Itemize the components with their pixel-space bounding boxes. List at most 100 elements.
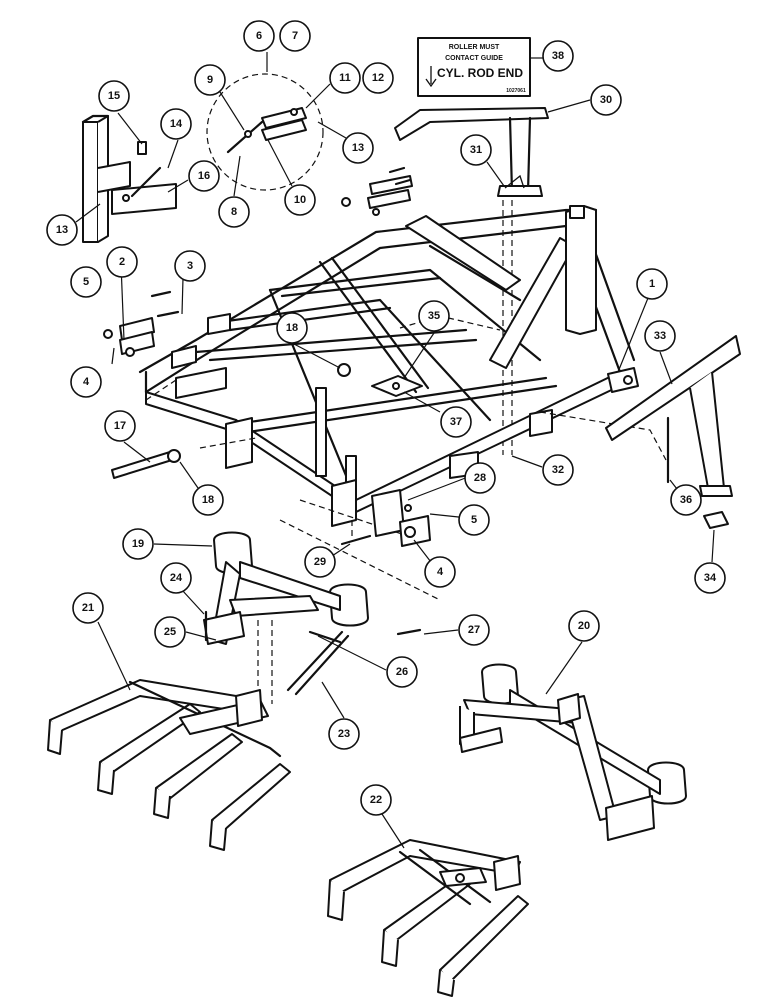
callout-8: 8: [218, 196, 250, 228]
svg-text:31: 31: [470, 144, 482, 156]
roller-bracket-19: [203, 531, 422, 645]
leader-lines: [75, 52, 715, 849]
callout-27: 27: [458, 614, 490, 646]
svg-text:19: 19: [132, 538, 144, 550]
callout-35: 35: [418, 300, 450, 332]
svg-text:34: 34: [704, 572, 717, 584]
svg-text:18: 18: [286, 322, 298, 334]
tine-bar-22: [327, 839, 529, 997]
roller-assy-20: [459, 663, 687, 841]
decal-code: 1027061: [506, 88, 526, 94]
callout-14: 14: [160, 108, 192, 140]
svg-text:1: 1: [649, 278, 655, 290]
callout-13-link: 13: [342, 132, 374, 164]
svg-text:15: 15: [108, 90, 120, 102]
callout-10: 10: [284, 184, 316, 216]
callout-24: 24: [160, 562, 192, 594]
svg-text:25: 25: [164, 626, 176, 638]
svg-text:17: 17: [114, 420, 126, 432]
arrow-down-icon: [425, 66, 437, 88]
decal-line1: ROLLER MUST: [449, 44, 500, 51]
svg-text:23: 23: [338, 728, 350, 740]
svg-text:10: 10: [294, 194, 306, 206]
callout-34: 34: [694, 562, 726, 594]
callout-26: 26: [386, 656, 418, 688]
callout-30: 30: [590, 84, 622, 116]
front-hardware: [340, 489, 431, 547]
main-frame: [138, 205, 639, 527]
callout-33: 33: [644, 320, 676, 352]
left-post: [81, 114, 177, 243]
svg-text:35: 35: [428, 310, 440, 322]
svg-text:4: 4: [437, 566, 444, 578]
arm-33: [605, 335, 741, 529]
callout-3: 3: [174, 250, 206, 282]
callout-29: 29: [304, 546, 336, 578]
svg-text:7: 7: [292, 30, 298, 42]
svg-text:4: 4: [83, 376, 90, 388]
decal-line2: CONTACT GUIDE: [445, 55, 503, 62]
svg-text:12: 12: [372, 72, 384, 84]
callout-18: 18: [192, 484, 224, 516]
svg-text:21: 21: [82, 602, 94, 614]
svg-text:22: 22: [370, 794, 382, 806]
svg-text:37: 37: [450, 416, 462, 428]
callout-25: 25: [154, 616, 186, 648]
svg-text:38: 38: [552, 50, 564, 62]
svg-text:13: 13: [56, 224, 68, 236]
svg-text:5: 5: [471, 514, 477, 526]
callout-2: 2: [106, 246, 138, 278]
callout-13: 13: [46, 214, 78, 246]
callout-16: 16: [188, 160, 220, 192]
callout-5: 5: [70, 266, 102, 298]
top-hardware: [341, 166, 413, 216]
callout-28: 28: [464, 462, 496, 494]
svg-text:32: 32: [552, 464, 564, 476]
callout-5-front: 5: [458, 504, 490, 536]
decal-plate: [417, 37, 531, 97]
callout-31: 31: [460, 134, 492, 166]
svg-text:26: 26: [396, 666, 408, 678]
callout-32: 32: [542, 454, 574, 486]
svg-text:24: 24: [170, 572, 183, 584]
callout-22: 22: [360, 784, 392, 816]
svg-text:27: 27: [468, 624, 480, 636]
callout-37: 37: [440, 406, 472, 438]
callout-17: 17: [104, 410, 136, 442]
svg-text:16: 16: [198, 170, 210, 182]
link-detail: [206, 73, 324, 191]
svg-text:11: 11: [339, 72, 351, 84]
svg-text:30: 30: [600, 94, 612, 106]
svg-text:36: 36: [680, 494, 692, 506]
guide-bracket: [394, 107, 549, 455]
svg-text:29: 29: [314, 556, 326, 568]
svg-text:18: 18: [202, 494, 214, 506]
svg-text:28: 28: [474, 472, 486, 484]
callout-19: 19: [122, 528, 154, 560]
svg-text:6: 6: [256, 30, 262, 42]
callout-12: 12: [362, 62, 394, 94]
callout-4-front: 4: [424, 556, 456, 588]
svg-text:33: 33: [654, 330, 666, 342]
svg-text:5: 5: [83, 276, 89, 288]
svg-text:14: 14: [170, 118, 183, 130]
decal-group: ROLLER MUST CONTACT GUIDE CYL. ROD END 1…: [417, 37, 531, 97]
callout-23: 23: [328, 718, 360, 750]
callout-6: 6: [243, 20, 275, 52]
callout-4: 4: [70, 366, 102, 398]
callout-18-frame: 18: [276, 312, 308, 344]
left-hardware: [103, 290, 351, 479]
svg-text:8: 8: [231, 206, 237, 218]
tine-bar-21: [47, 679, 291, 851]
callout-36: 36: [670, 484, 702, 516]
decal-line3: CYL. ROD END: [437, 66, 523, 80]
svg-text:2: 2: [119, 256, 125, 268]
callout-11: 11: [329, 62, 361, 94]
pin-23: [286, 630, 350, 696]
callout-38: 38: [542, 40, 574, 72]
svg-text:9: 9: [207, 74, 213, 86]
callout-7: 7: [279, 20, 311, 52]
callout-21: 21: [72, 592, 104, 624]
callouts: 1 2 3 4 4 5 5 6 7 8 9 10 11 12 13 13 14 …: [46, 20, 726, 816]
